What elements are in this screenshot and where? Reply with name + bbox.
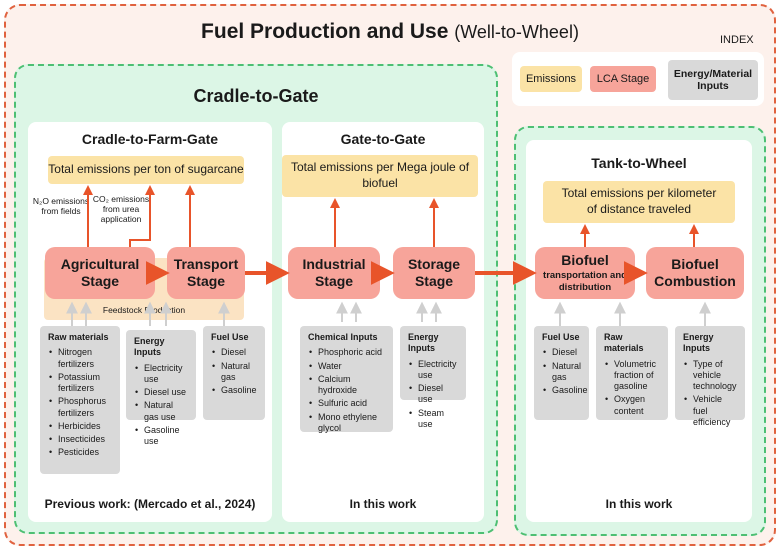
emissions-biofuel: Total emissions per Mega joule of biofue…	[282, 155, 478, 197]
list-item: Diesel	[212, 347, 259, 359]
farm-gate-footer: Previous work: (Mercado et al., 2024)	[44, 497, 256, 511]
emissions-km-traveled: Total emissions per kilometer of distanc…	[543, 181, 735, 223]
list-item: Sulfuric acid	[309, 398, 387, 410]
industrial-stage: Industrial Stage	[288, 247, 380, 299]
list-item: Nitrogen fertilizers	[49, 347, 114, 370]
note-n2o: N₂O emissions from fields	[32, 196, 90, 217]
list-item: Diesel	[543, 347, 583, 359]
emission-arrows	[83, 185, 699, 247]
legend-lca-stage: LCA Stage	[590, 66, 656, 92]
energy-inputs-heading: Energy Inputs	[134, 336, 165, 358]
list-item: Vehicle fuel efficiency	[684, 394, 739, 428]
list-item: Pesticides	[49, 447, 114, 459]
legend-energy-material-inputs: Energy/Material Inputs	[668, 60, 758, 100]
cradle-to-gate-title: Cradle-to-Gate	[193, 86, 319, 106]
list-item: Type of vehicle technology	[684, 359, 739, 393]
gate-to-gate-footer: In this work	[349, 497, 417, 511]
tank-to-wheel-footer: In this work	[605, 497, 673, 511]
biofuel-combustion-stage: Biofuel Combustion	[646, 247, 744, 299]
storage-stage: Storage Stage	[393, 247, 475, 299]
list-item: Diesel use	[409, 383, 460, 406]
tank-to-wheel-title: Tank-to-Wheel	[591, 155, 687, 171]
list-item: Calcium hydroxide	[309, 374, 387, 397]
index-label: INDEX	[720, 34, 754, 46]
list-item: Insecticides	[49, 434, 114, 446]
list-item: Potassium fertilizers	[49, 372, 114, 395]
biofuel-transportation-stage: Biofuel transportation and distribution	[535, 247, 635, 299]
list-item: Oxygen content	[605, 394, 662, 417]
agricultural-stage: Agricultural Stage	[45, 247, 155, 299]
chemical-inputs-box: Chemical Inputs Phosphoric acid Water Ca…	[300, 326, 393, 435]
input-arrows	[66, 301, 711, 326]
list-item: Volumetric fraction of gasoline	[605, 359, 662, 393]
energy-inputs-box: Energy Inputs Electricity use Diesel use…	[400, 326, 466, 429]
emissions-sugarcane: Total emissions per ton of sugarcane	[48, 156, 244, 184]
energy-inputs-box: Energy Inputs Electricity use Diesel use…	[126, 330, 196, 446]
biofuel-transport-sub: transportation and distribution	[543, 269, 627, 293]
energy-inputs-box: Energy Inputs Type of vehicle technology…	[675, 326, 745, 427]
list-item: Natural gas	[543, 361, 583, 384]
raw-materials-heading: Raw materials	[604, 332, 644, 354]
legend-emissions: Emissions	[520, 66, 582, 92]
raw-materials-heading: Raw materials	[48, 332, 109, 342]
fuel-use-box: Fuel Use Diesel Natural gas Gasoline	[534, 326, 589, 420]
list-item: Herbicides	[49, 421, 114, 433]
list-item: Phosphoric acid	[309, 347, 387, 359]
energy-inputs-heading: Energy Inputs	[683, 332, 714, 354]
raw-materials-box: Raw materials Volumetric fraction of gas…	[596, 326, 668, 420]
farm-gate-title: Cradle-to-Farm-Gate	[81, 131, 219, 147]
fuel-use-heading: Fuel Use	[542, 332, 580, 342]
list-item: Gasoline	[543, 385, 588, 397]
note-co2: CO₂ emissions from urea application	[92, 194, 150, 225]
title-main: Fuel Production and Use	[201, 20, 449, 43]
title-sub: (Well-to-Wheel)	[454, 22, 579, 42]
list-item: Diesel use	[135, 387, 190, 399]
energy-inputs-heading: Energy Inputs	[408, 332, 439, 354]
gate-to-gate-title: Gate-to-Gate	[340, 131, 426, 147]
list-item: Electricity use	[135, 363, 190, 386]
list-item: Gasoline use	[135, 425, 190, 448]
list-item: Steam use	[409, 408, 460, 431]
raw-materials-box: Raw materials Nitrogen fertilizers Potas…	[40, 326, 120, 474]
chemical-inputs-heading: Chemical Inputs	[308, 332, 378, 342]
list-item: Phosphorus fertilizers	[49, 396, 114, 419]
diagram-title: Fuel Production and Use (Well-to-Wheel)	[0, 20, 780, 44]
list-item: Natural gas use	[135, 400, 190, 423]
list-item: Mono ethylene glycol	[309, 412, 387, 435]
list-item: Water	[309, 361, 387, 373]
transport-stage: Transport Stage	[167, 247, 245, 299]
fuel-use-box: Fuel Use Diesel Natural gas Gasoline	[203, 326, 265, 420]
list-item: Electricity use	[409, 359, 460, 382]
list-item: Natural gas	[212, 361, 259, 384]
fuel-use-heading: Fuel Use	[211, 332, 249, 342]
list-item: Gasoline	[212, 385, 259, 397]
biofuel-transport-title: Biofuel	[561, 252, 609, 269]
